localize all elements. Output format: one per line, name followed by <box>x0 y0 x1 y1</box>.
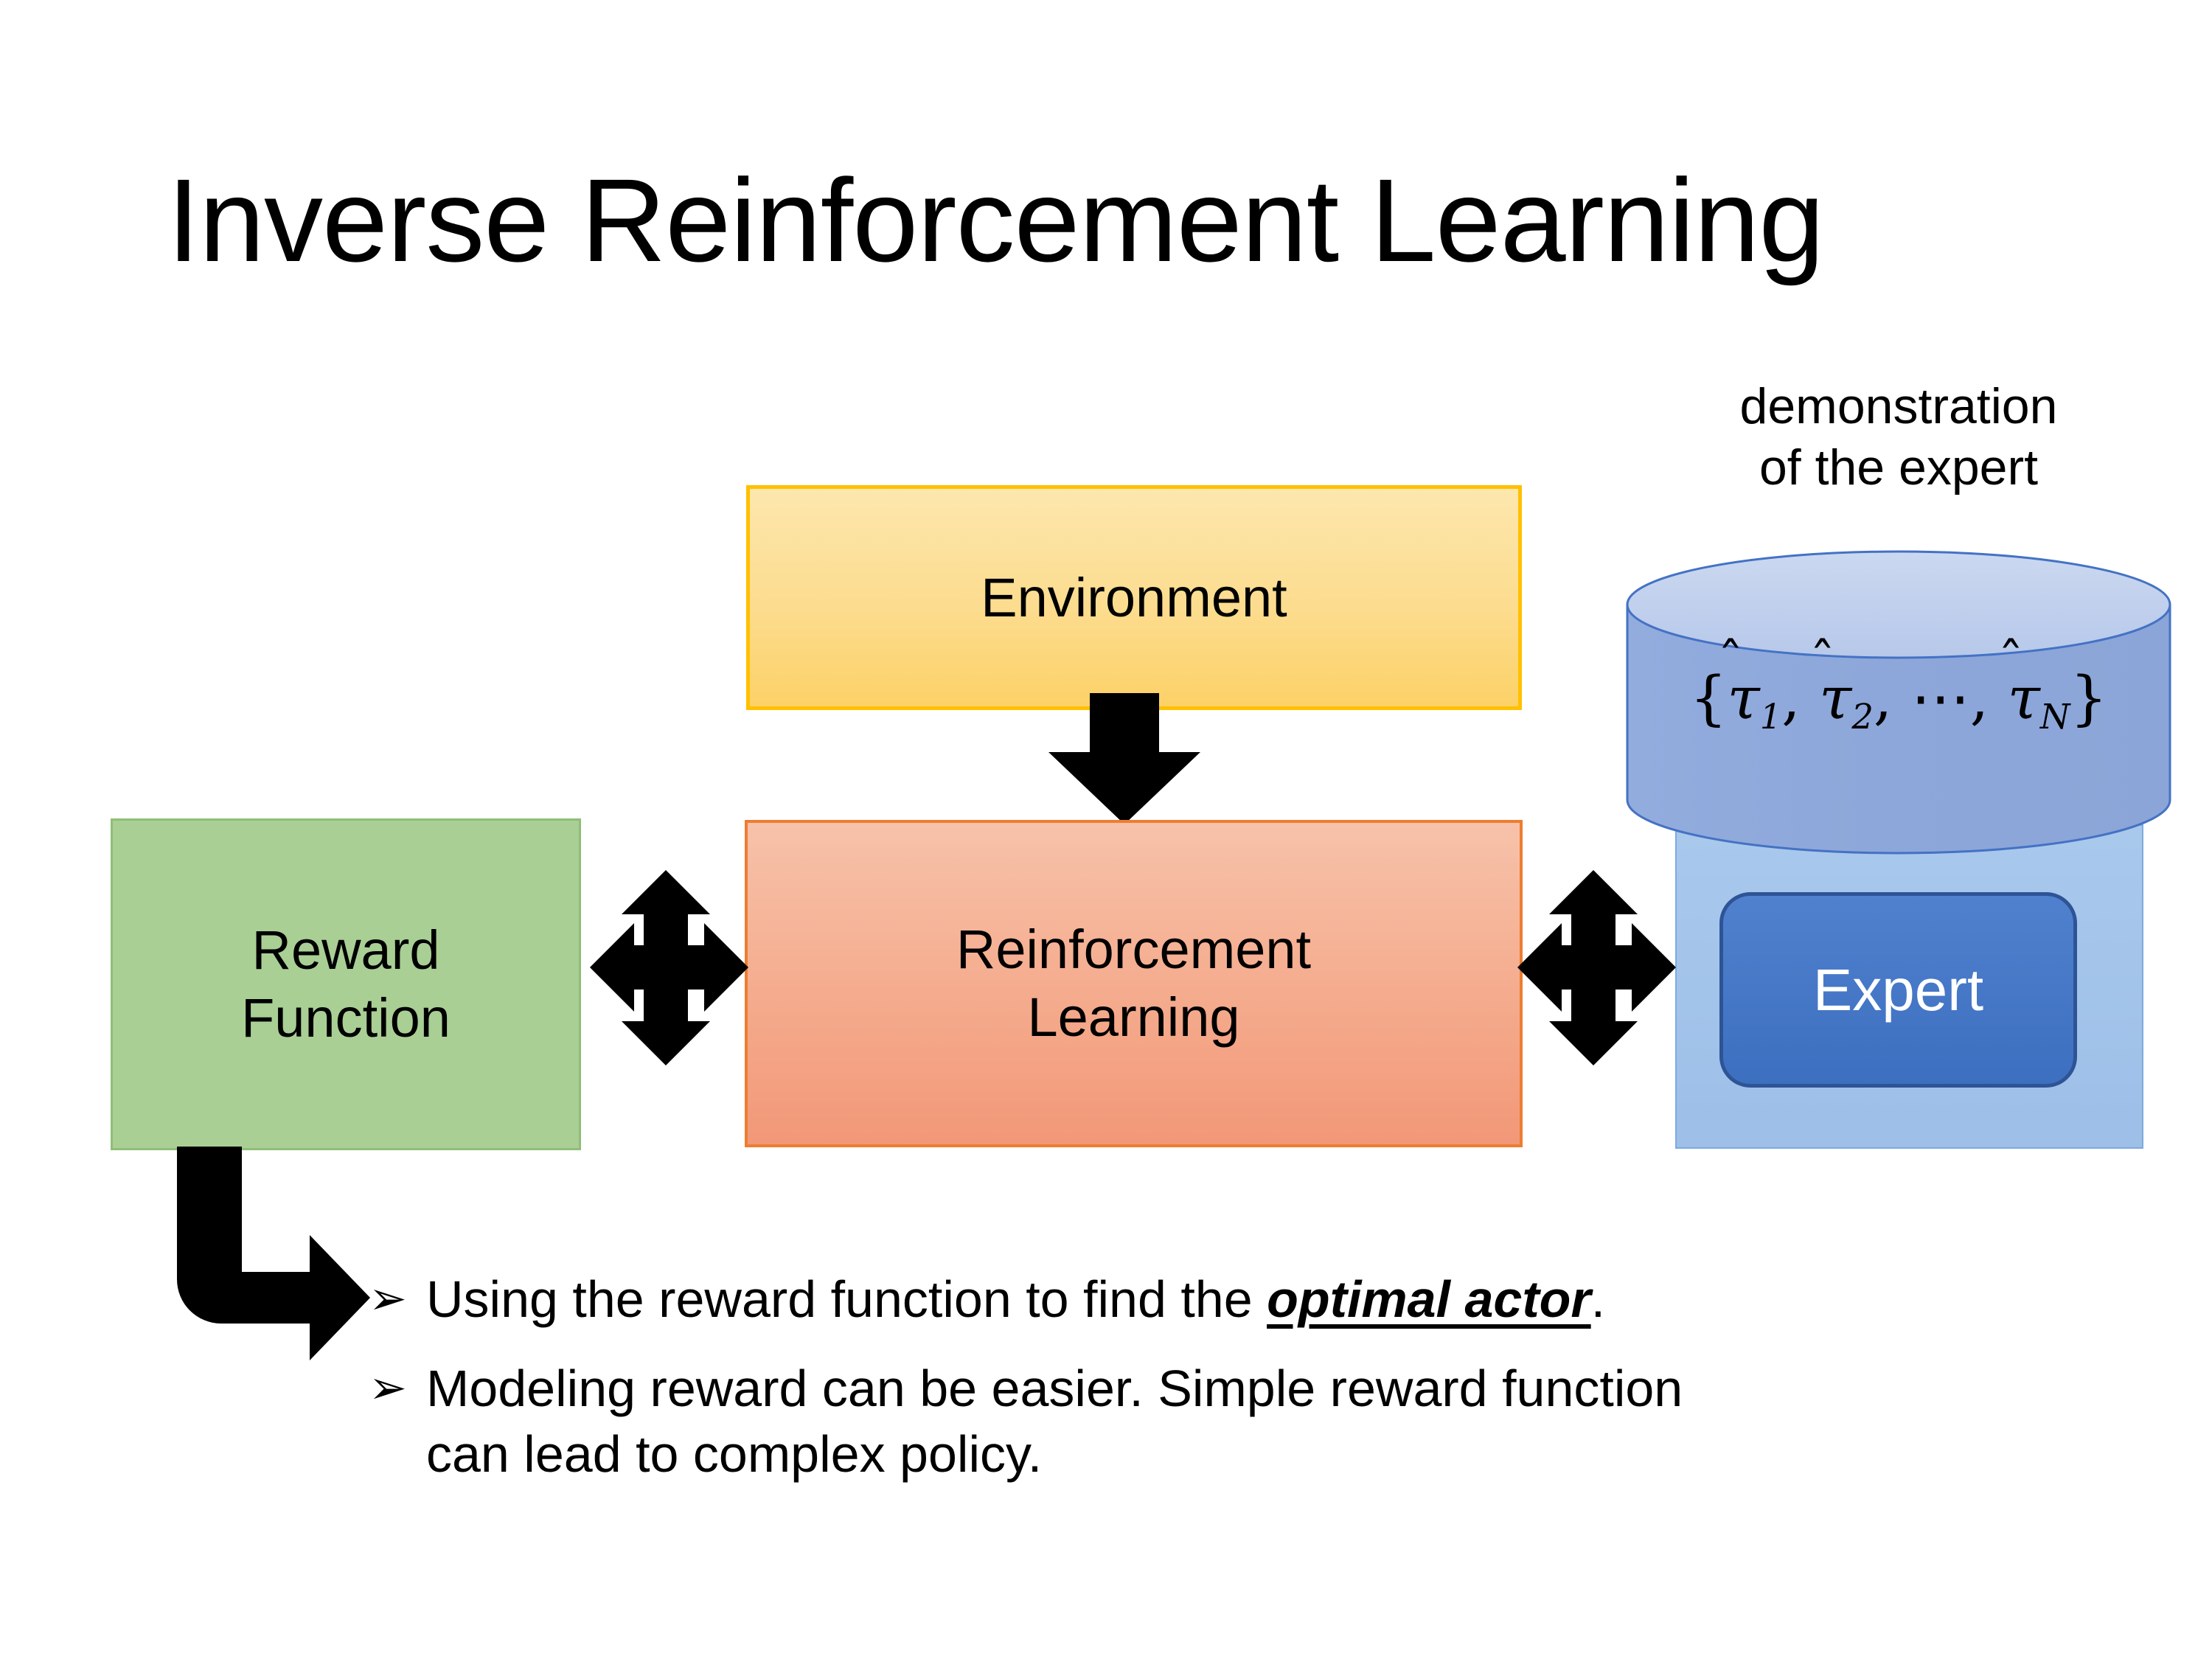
bullet-list: ➢ Using the reward function to find the … <box>369 1267 2101 1487</box>
list-item: ➢ Modeling reward can be easier. Simple … <box>369 1356 2101 1487</box>
close-brace: } <box>2070 664 2108 732</box>
expert-box[interactable]: Expert <box>1719 892 2077 1088</box>
rl-to-expert-arrow <box>1517 870 1676 1065</box>
tau-2: ̂τ <box>1819 664 1852 732</box>
demonstration-caption-line2: of the expert <box>1759 439 2039 495</box>
tau-1: ̂τ <box>1727 664 1760 732</box>
bullet-1-suffix: . <box>1590 1270 1606 1328</box>
bullet-1-prefix: Using the reward function to find the <box>426 1270 1267 1328</box>
demonstration-cylinder <box>1626 549 2171 855</box>
reinforcement-learning-box[interactable]: Reinforcement Learning <box>745 820 1523 1147</box>
tau-2-subscript: 2 <box>1851 696 1874 737</box>
demonstration-caption: demonstration of the expert <box>1626 376 2171 498</box>
reward-to-bullet-arrow <box>177 1147 370 1360</box>
bullet-1-text: Using the reward function to find the op… <box>426 1267 2101 1332</box>
bullet-1-emphasis: optimal actor <box>1267 1270 1591 1328</box>
reward-label-line2: Function <box>241 987 451 1048</box>
tau-n-subscript: N <box>2039 696 2070 737</box>
reward-label-line1: Reward <box>251 919 440 981</box>
ellipsis: ⋯ <box>1910 664 1970 732</box>
bullet-marker-icon: ➢ <box>369 1362 407 1413</box>
environment-label: Environment <box>981 566 1287 628</box>
environment-box[interactable]: Environment <box>746 485 1522 710</box>
rl-label-line1: Reinforcement <box>956 918 1312 980</box>
separator-2: , <box>1873 664 1911 732</box>
environment-to-rl-arrow <box>1048 693 1200 824</box>
separator-1: , <box>1781 664 1820 732</box>
tau-1-subscript: 1 <box>1759 696 1782 737</box>
demonstration-caption-line1: demonstration <box>1739 378 2058 434</box>
tau-n: ̂τ <box>2007 664 2040 732</box>
bullet-marker-icon: ➢ <box>369 1273 407 1324</box>
bullet-2-text: Modeling reward can be easier. Simple re… <box>426 1359 1683 1483</box>
page-title: Inverse Reinforcement Learning <box>167 154 1825 286</box>
separator-3: , <box>1969 664 2008 732</box>
reward-to-rl-arrow <box>590 870 748 1065</box>
reward-function-box[interactable]: Reward Function <box>111 818 581 1150</box>
expert-label: Expert <box>1812 956 1984 1023</box>
demonstration-set-formula: {̂τ1, ̂τ2, ⋯, ̂τN} <box>1626 664 2171 737</box>
rl-label-line2: Learning <box>1027 987 1240 1048</box>
list-item: ➢ Using the reward function to find the … <box>369 1267 2101 1332</box>
open-brace: { <box>1689 664 1728 732</box>
